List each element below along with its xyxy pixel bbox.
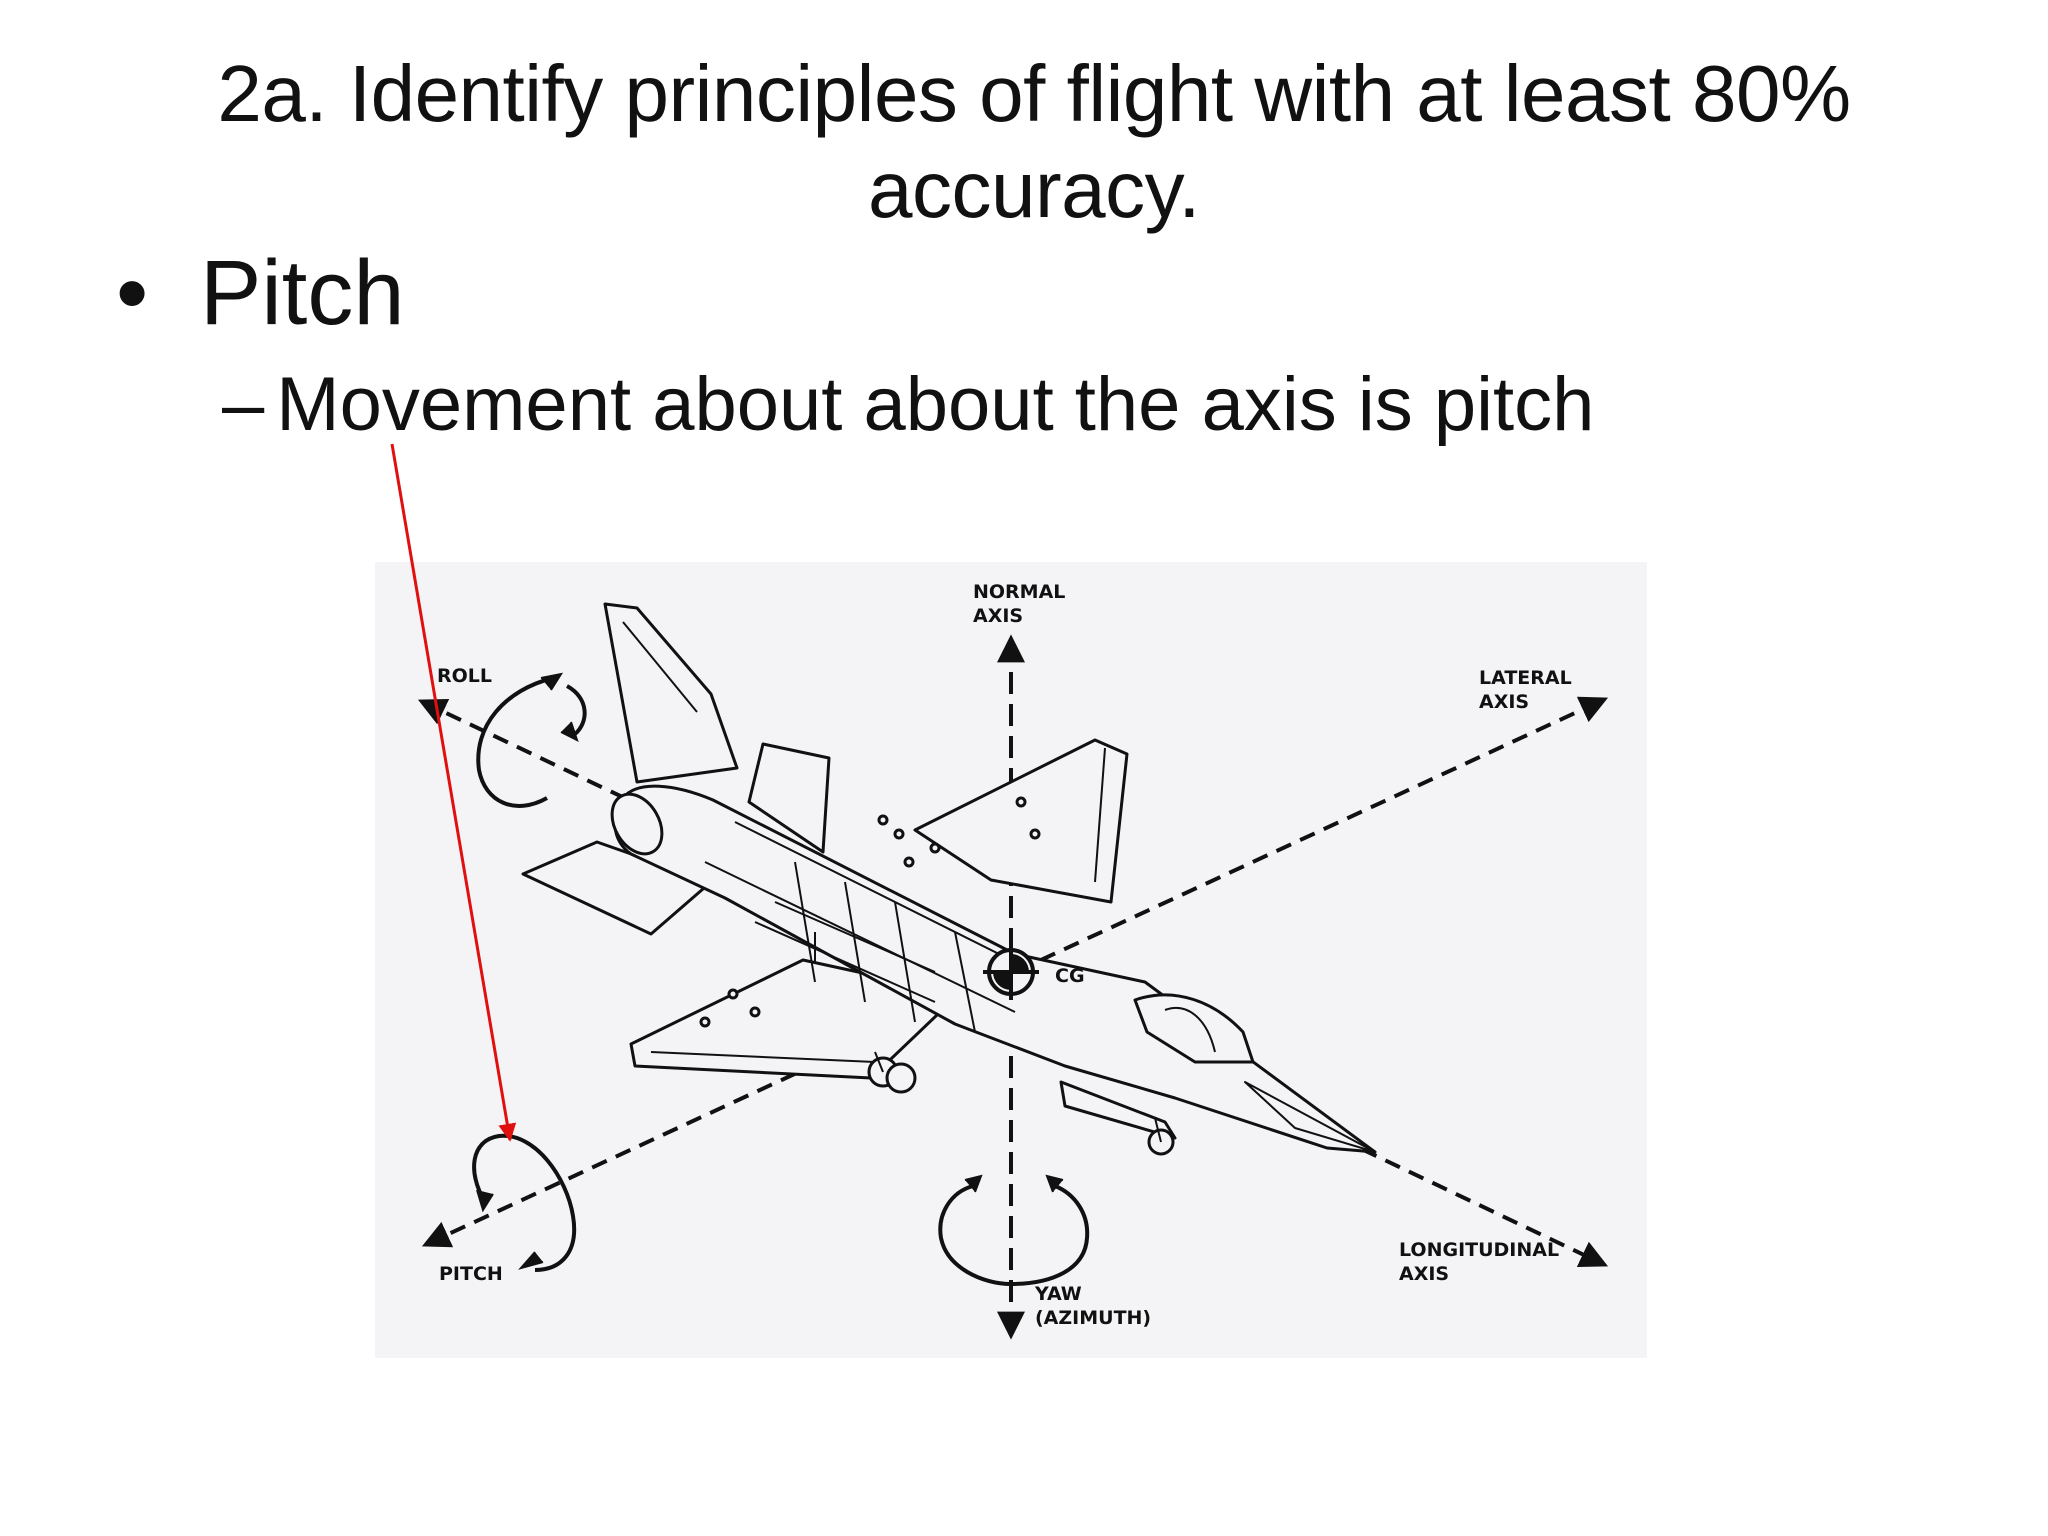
pitch-label: PITCH bbox=[439, 1263, 503, 1285]
aircraft-axes-figure: NORMAL AXIS LATERAL AXIS ROLL PITCH CG Y… bbox=[375, 562, 1647, 1358]
roll-label: ROLL bbox=[437, 665, 492, 687]
bullet-pitch: • Pitch bbox=[116, 238, 405, 348]
bullet-symbol: • bbox=[116, 242, 149, 344]
normal-axis-label-line1: NORMAL bbox=[973, 581, 1065, 603]
fighter-jet-illustration bbox=[521, 602, 1377, 1156]
lateral-axis-label-line1: LATERAL bbox=[1479, 667, 1572, 689]
yaw-label-line1: YAW bbox=[1034, 1283, 1082, 1305]
aircraft-axes-diagram: NORMAL AXIS LATERAL AXIS ROLL PITCH CG Y… bbox=[417, 581, 1609, 1340]
sub-bullet-text: Movement about about the axis is pitch bbox=[276, 362, 1595, 447]
longitudinal-axis-label-line2: AXIS bbox=[1399, 1263, 1449, 1285]
pitch-rotation-arrow bbox=[472, 1133, 577, 1272]
sub-bullet-movement: –Movement about about the axis is pitch bbox=[222, 360, 1594, 450]
roll-rotation-arrow bbox=[476, 672, 587, 808]
yaw-label-line2: (AZIMUTH) bbox=[1035, 1307, 1151, 1329]
cg-label: CG bbox=[1055, 965, 1085, 987]
normal-axis-label-line2: AXIS bbox=[973, 605, 1023, 627]
slide-title: 2a. Identify principles of flight with a… bbox=[217, 49, 1851, 234]
bullet-text: Pitch bbox=[200, 242, 405, 344]
center-of-gravity-marker bbox=[983, 944, 1039, 1000]
lateral-axis-label-line2: AXIS bbox=[1479, 691, 1529, 713]
yaw-rotation-arrow bbox=[938, 1174, 1090, 1287]
longitudinal-axis-label-line1: LONGITUDINAL bbox=[1399, 1239, 1559, 1261]
sub-bullet-symbol: – bbox=[222, 362, 265, 447]
